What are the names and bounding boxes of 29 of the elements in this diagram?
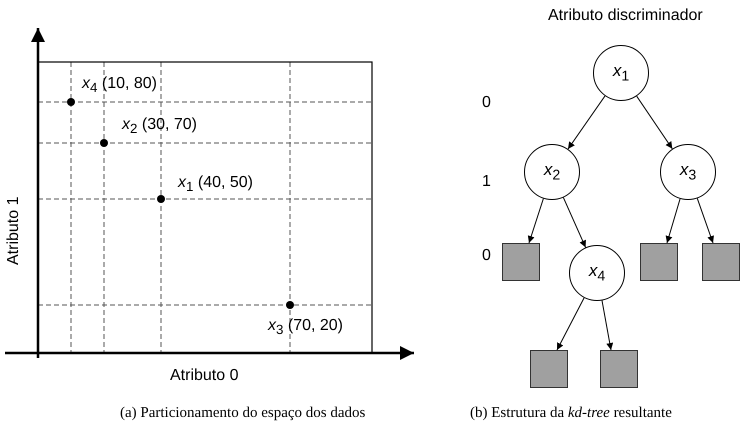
- arrow: [666, 198, 681, 244]
- point-label: x$_{4}$ (10, 80): [82, 76, 158, 95]
- point-label: x$_{3}$ (70, 20): [268, 318, 344, 337]
- point-label: x$_{1}$ (40, 50): [178, 175, 254, 194]
- point-label: x$_{2}$ (30, 70): [122, 117, 198, 136]
- arrow: [528, 198, 544, 244]
- level-number: 1: [482, 174, 491, 190]
- arrow: [602, 300, 614, 350]
- arrow: [568, 95, 606, 150]
- level-number: 0: [482, 95, 491, 111]
- axis-title: Atributo 1: [6, 196, 22, 265]
- axis-title: Atributo 0: [170, 368, 238, 384]
- arrow: [636, 96, 673, 150]
- arrow: [562, 197, 586, 248]
- leaf-box: [600, 350, 638, 388]
- tree-node-circle: x$_{2}$: [524, 144, 580, 200]
- tree-node-circle: x$_{1}$: [593, 45, 649, 101]
- caption: (b) Estrutura da kd-tree resultante: [470, 404, 673, 422]
- tree-node-circle: x$_{3}$: [660, 144, 716, 200]
- leaf-box: [702, 243, 740, 281]
- arrow: [556, 297, 585, 350]
- leaf-box: [640, 243, 678, 281]
- leaf-box: [530, 350, 568, 388]
- caption: (a) Particionamento do espaço dos dados: [120, 404, 366, 422]
- leaf-box: [502, 243, 540, 281]
- split-heading: Atributo discriminador: [548, 8, 703, 24]
- arrow: [696, 198, 714, 244]
- level-number: 0: [482, 248, 491, 264]
- tree-node-circle: x$_{4}$: [569, 245, 625, 301]
